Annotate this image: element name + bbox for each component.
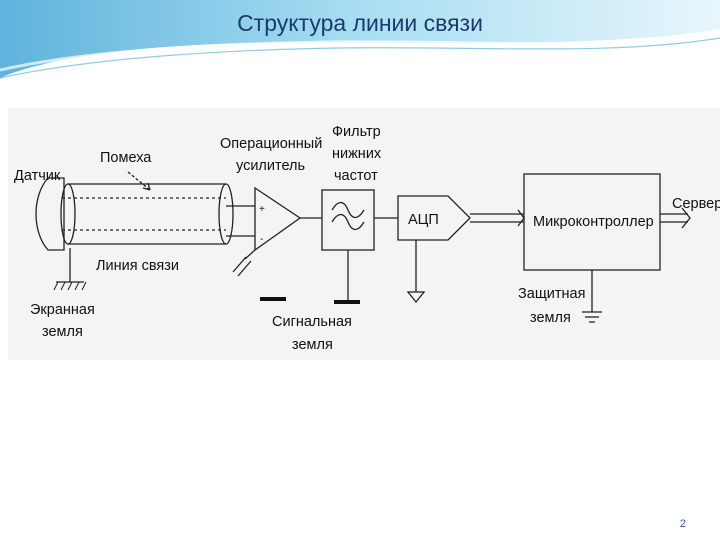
label-signal-ground-2: земля [292,337,333,353]
label-interference: Помеха [100,150,152,166]
label-opamp-2: усилитель [236,158,305,174]
server-arrow [681,207,691,229]
label-shield-ground-2: земля [42,324,83,340]
label-protect-ground-1: Защитная [518,286,585,302]
adc-ground-symbol [406,291,426,304]
label-adc: АЦП [408,212,439,228]
label-mcu: Микроконтроллер [533,214,654,230]
opamp-triangle [254,186,302,252]
label-signal-ground-1: Сигнальная [272,314,352,330]
label-shield-ground-1: Экранная [30,302,95,318]
slide-title: Структура линии связи [237,10,483,36]
label-filter-2: нижних [332,146,382,162]
label-server: Сервер [672,196,720,212]
label-filter-3: частот [334,168,378,184]
page-number: 2 [679,518,686,530]
label-sensor: Датчик [14,168,61,184]
label-opamp-plus: + [259,204,265,215]
shield-ground-hatch [53,281,87,291]
label-protect-ground-2: земля [530,310,571,326]
label-filter-1: Фильтр [332,124,381,140]
sensor-shape [35,177,65,251]
label-opamp-1: Операционный [220,136,322,152]
label-line: Линия связи [96,258,179,274]
label-opamp-minus: - [260,234,263,245]
signal-ground-bar-1 [260,297,286,301]
coupling-capacitor [232,256,247,273]
diagram-background [8,108,720,360]
header-wave-banner [0,0,720,79]
adc-block [397,195,471,241]
signal-ground-bar-2 [334,300,360,304]
